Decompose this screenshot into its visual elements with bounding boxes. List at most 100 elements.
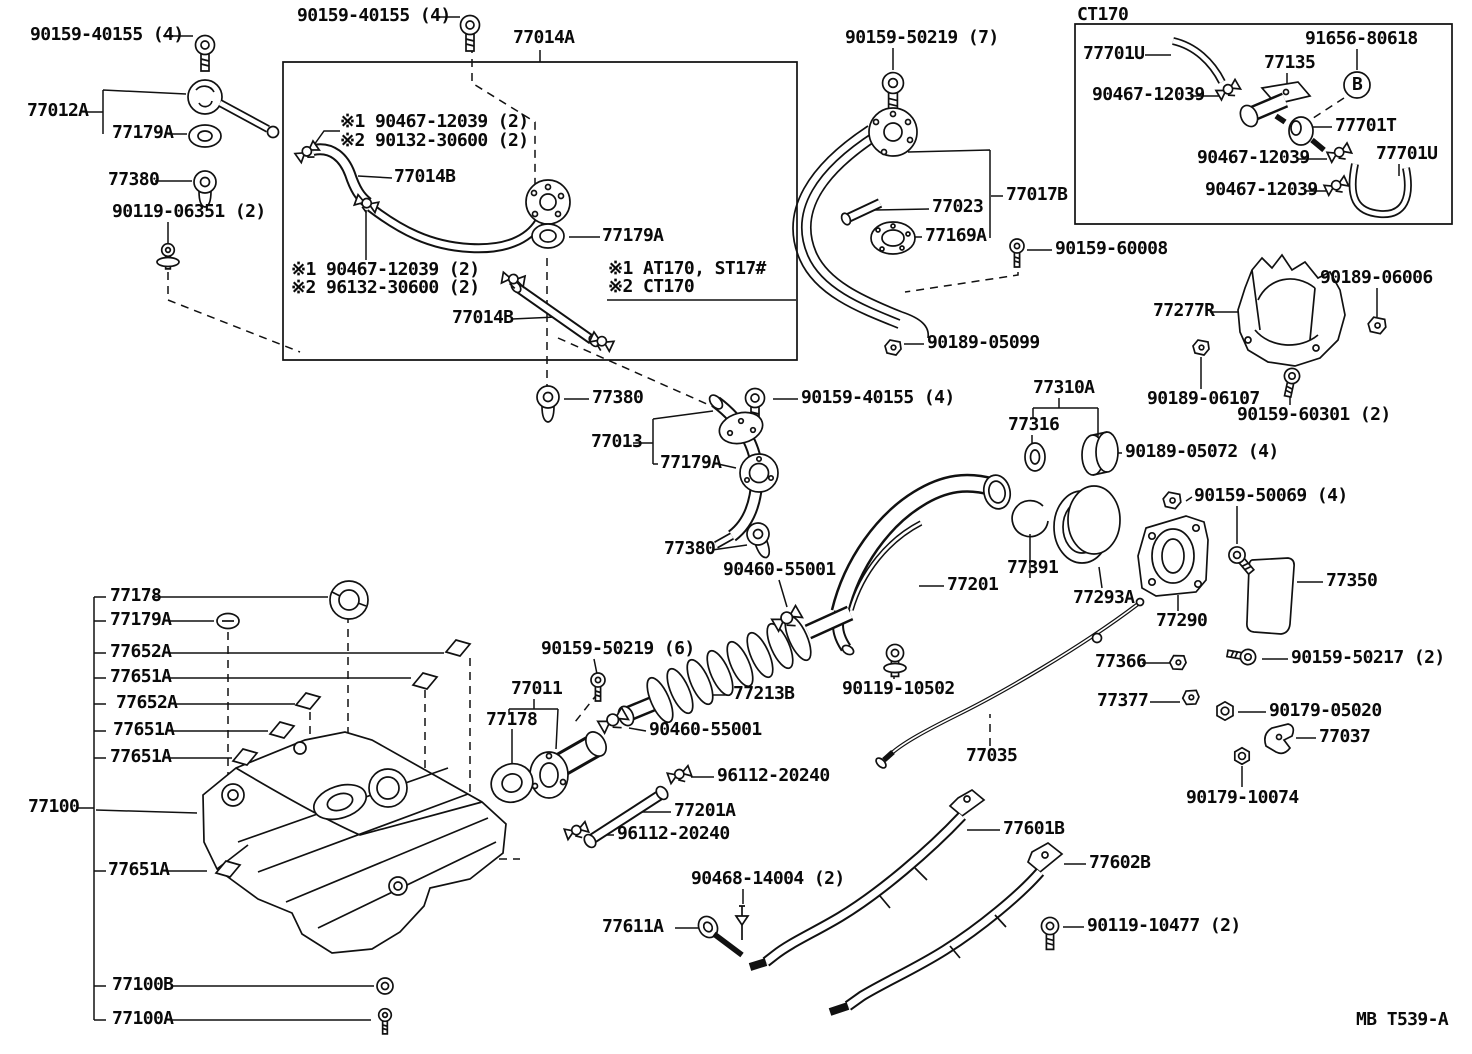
fuel-tube-bundle	[793, 108, 928, 338]
part-label: 77701T	[1335, 115, 1397, 136]
part-label: 77035	[966, 745, 1018, 766]
part-label: 77701U	[1376, 143, 1438, 164]
part-label: 77310A	[1033, 377, 1095, 398]
connector-tube	[582, 784, 670, 849]
part-label: 90159-60008	[1055, 238, 1168, 259]
part-label: 77201A	[674, 800, 736, 821]
breather-rings	[1012, 432, 1120, 563]
part-label: 77014B	[452, 307, 514, 328]
inlet-pipe-77011	[486, 728, 611, 808]
part-label: 77201	[947, 574, 999, 595]
part-label: 77179A	[660, 452, 722, 473]
tank-band-77602B	[830, 843, 1062, 1012]
retainer-pin	[736, 906, 748, 940]
part-label: 77391	[1007, 557, 1059, 578]
fuel-inlet-plate	[1138, 516, 1208, 596]
fuel-tank	[203, 732, 506, 953]
part-label: 77316	[1008, 414, 1060, 435]
part-label: 77100A	[112, 1008, 174, 1029]
part-label: ※2 96132-30600 (2)	[291, 277, 480, 298]
part-label: 96112-20240	[617, 823, 730, 844]
ct170-parts	[1173, 41, 1408, 214]
part-label: 77014A	[513, 27, 575, 48]
part-label: 90460-55001	[723, 559, 836, 580]
part-label: 77277R	[1153, 300, 1215, 321]
part-label: 77169A	[925, 225, 987, 246]
part-label: 77178	[486, 709, 538, 730]
part-label: 77651A	[113, 719, 175, 740]
part-label: 91656-80618	[1305, 28, 1418, 49]
part-label: 90179-05020	[1269, 700, 1382, 721]
part-label: 90159-50217 (2)	[1291, 647, 1445, 668]
part-label: 77213B	[733, 683, 795, 704]
fuel-hose-and-pipes	[313, 149, 601, 348]
part-label: ※2 90132-30600 (2)	[340, 130, 529, 151]
part-label: 77179A	[602, 225, 664, 246]
part-label: 77651A	[110, 746, 172, 767]
part-label: 77651A	[108, 859, 170, 880]
part-label: 77290	[1156, 610, 1208, 631]
part-label: 77701U	[1083, 43, 1145, 64]
part-label: 90159-40155 (4)	[801, 387, 955, 408]
part-label: 90467-12039	[1092, 84, 1205, 105]
tank-clip-77179A	[217, 614, 239, 629]
part-label: 90159-50219 (7)	[845, 27, 999, 48]
part-label: 77012A	[27, 100, 89, 121]
part-label: 90119-06351 (2)	[112, 201, 266, 222]
lid-release-cable	[874, 599, 1143, 770]
part-label: 77100	[28, 796, 80, 817]
protector-shield	[1238, 255, 1345, 366]
part-label: 77179A	[110, 609, 172, 630]
part-label: 77380	[592, 387, 644, 408]
tank-ring-77178	[330, 581, 368, 619]
filler-neck-assembly	[707, 393, 778, 545]
part-label: 90159-40155 (4)	[30, 24, 184, 45]
part-label: 96112-20240	[717, 765, 830, 786]
part-label: 77380	[108, 169, 160, 190]
part-label: 90467-12039	[1197, 147, 1310, 168]
part-label: 90119-10502	[842, 678, 955, 699]
part-label: CT170	[1077, 4, 1129, 25]
part-label: 77651A	[110, 666, 172, 687]
part-label: 90468-14004 (2)	[691, 868, 845, 889]
part-label: 77017B	[1006, 184, 1068, 205]
part-label: 90467-12039	[1205, 179, 1318, 200]
band-bolt-77611A	[695, 913, 742, 955]
part-label: 90159-50069 (4)	[1194, 485, 1348, 506]
part-label: 77602B	[1089, 852, 1151, 873]
part-label: ※1 90467-12039 (2)	[340, 111, 529, 132]
ct170-inset-box	[1075, 24, 1452, 224]
part-label: 77652A	[116, 692, 178, 713]
part-label: 77014B	[394, 166, 456, 187]
lid-clamp	[1265, 724, 1293, 753]
part-label: 90159-40155 (4)	[297, 5, 451, 26]
part-label: 77023	[932, 196, 984, 217]
part-label: 90189-05099	[927, 332, 1040, 353]
part-label: 90119-10477 (2)	[1087, 915, 1241, 936]
part-label: 77380	[664, 538, 716, 559]
part-label: 77350	[1326, 570, 1378, 591]
part-label: 90460-55001	[649, 719, 762, 740]
part-label: 90179-10074	[1186, 787, 1299, 808]
part-label: 77011	[511, 678, 563, 699]
part-label: 77293A	[1073, 587, 1135, 608]
part-label: 77013	[591, 431, 643, 452]
part-label: 77611A	[602, 916, 664, 937]
part-label: B	[1352, 74, 1363, 95]
tank-band-77601B	[750, 790, 984, 967]
part-label: 77179A	[112, 122, 174, 143]
part-label: 77100B	[112, 974, 174, 995]
part-label: 77135	[1264, 52, 1316, 73]
part-label: ※1 AT170, ST17#	[608, 258, 766, 279]
part-label: 90159-50219 (6)	[541, 638, 695, 659]
part-label: 90189-05072 (4)	[1125, 441, 1279, 462]
part-label: 77377	[1097, 690, 1149, 711]
part-label: 90189-06107	[1147, 388, 1260, 409]
part-label: 90159-60301 (2)	[1237, 404, 1391, 425]
part-label: ※1 90467-12039 (2)	[291, 259, 480, 280]
part-label: 77178	[110, 585, 162, 606]
sender-gauge-assembly	[188, 80, 279, 147]
